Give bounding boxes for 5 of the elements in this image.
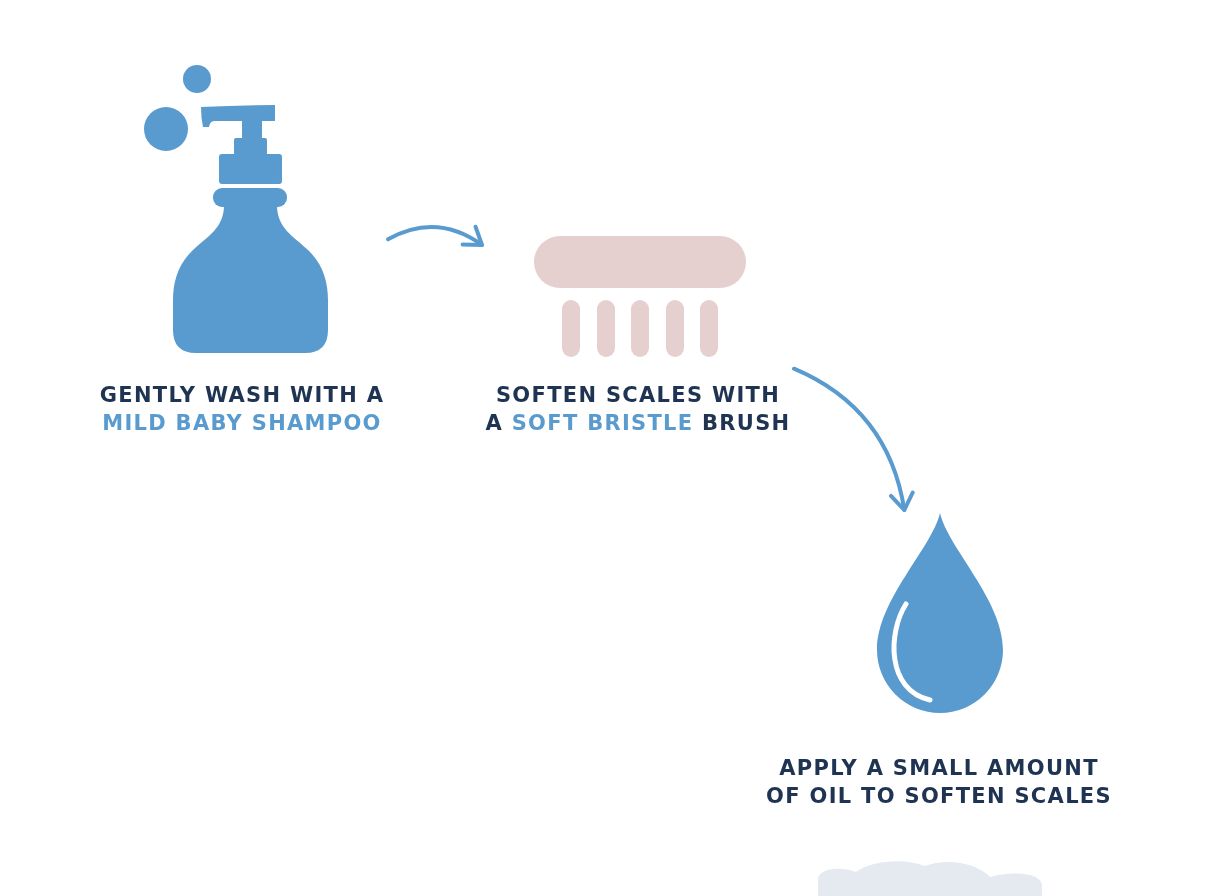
curved-arrow bbox=[792, 366, 915, 512]
step-caption: SOFTEN SCALES WITH A SOFT BRISTLE BRUSH bbox=[485, 382, 791, 437]
step-caption: APPLY A SMALL AMOUNT OF OIL TO SOFTEN SCALES bbox=[765, 755, 1113, 810]
step-caption: GENTLY WASH WITH A MILD BABY SHAMPOO bbox=[99, 382, 385, 437]
curved-arrow bbox=[386, 224, 484, 248]
